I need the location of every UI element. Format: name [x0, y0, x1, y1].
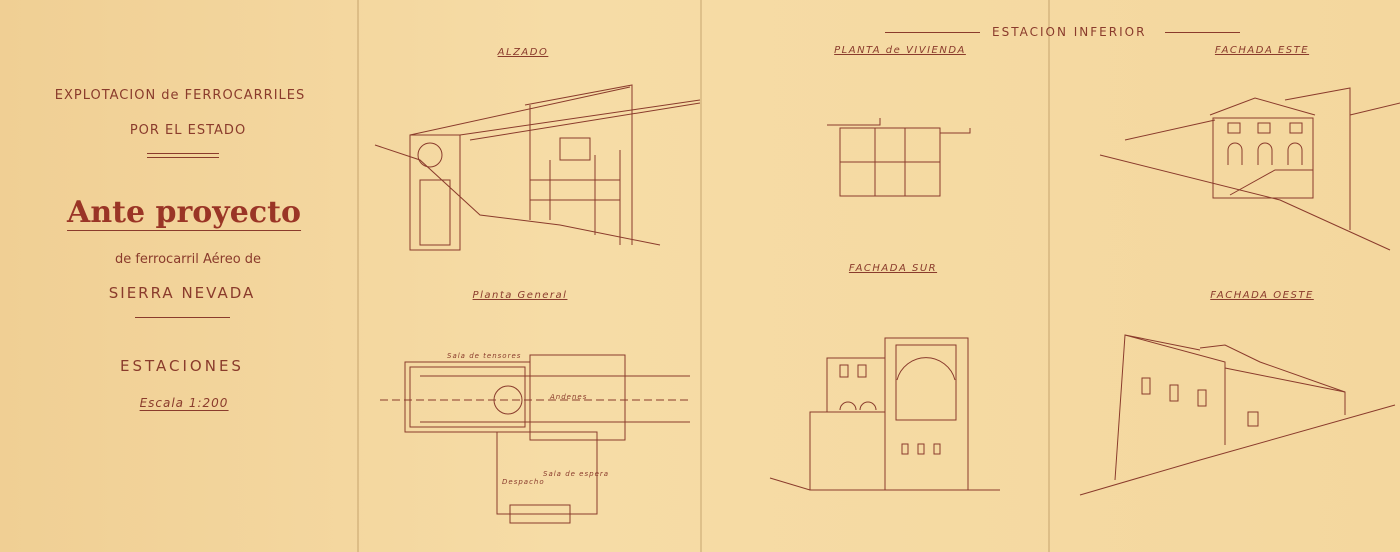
fold-line	[700, 0, 702, 552]
planta-vivienda-drawing	[827, 118, 971, 197]
planta-general-drawing	[380, 354, 690, 524]
label-planta-general: Planta General	[472, 290, 568, 301]
title-line1: EXPLOTACION de FERROCARRILES	[54, 88, 306, 103]
label-fachada-sur: FACHADA SUR	[848, 263, 938, 274]
label-planta-vivienda: PLANTA de VIVIENDA	[834, 45, 966, 56]
scale-label: Escala 1:200	[139, 396, 229, 411]
fachada-este-drawing	[1099, 87, 1400, 251]
fold-line	[1048, 0, 1050, 552]
title-line2: POR EL ESTADO	[129, 123, 247, 138]
alzado-drawing	[374, 84, 701, 251]
sheet-header: ESTACION INFERIOR	[992, 25, 1147, 39]
header-rule	[1165, 32, 1240, 33]
section-title: ESTACIONES	[120, 357, 244, 375]
ornament-rule	[147, 153, 219, 158]
room-tensores: Sala de tensores	[447, 352, 522, 360]
fachada-sur-drawing	[769, 337, 1000, 491]
room-despacho: Despacho	[502, 478, 545, 486]
room-espera: Sala de espera	[543, 470, 610, 478]
subtitle: de ferrocarril Aéreo de	[114, 252, 262, 267]
label-fachada-oeste: FACHADA OESTE	[1210, 290, 1314, 301]
fachada-oeste-drawing	[1079, 334, 1396, 496]
header-rule	[885, 32, 980, 33]
place-name: SIERRA NEVADA	[108, 284, 256, 302]
fold-line	[357, 0, 359, 552]
label-alzado: ALZADO	[497, 47, 549, 58]
main-title: Ante proyecto	[67, 195, 301, 231]
ornament-rule	[135, 317, 230, 320]
room-andenes: Andenes	[550, 393, 588, 401]
label-fachada-este: FACHADA ESTE	[1214, 45, 1310, 56]
